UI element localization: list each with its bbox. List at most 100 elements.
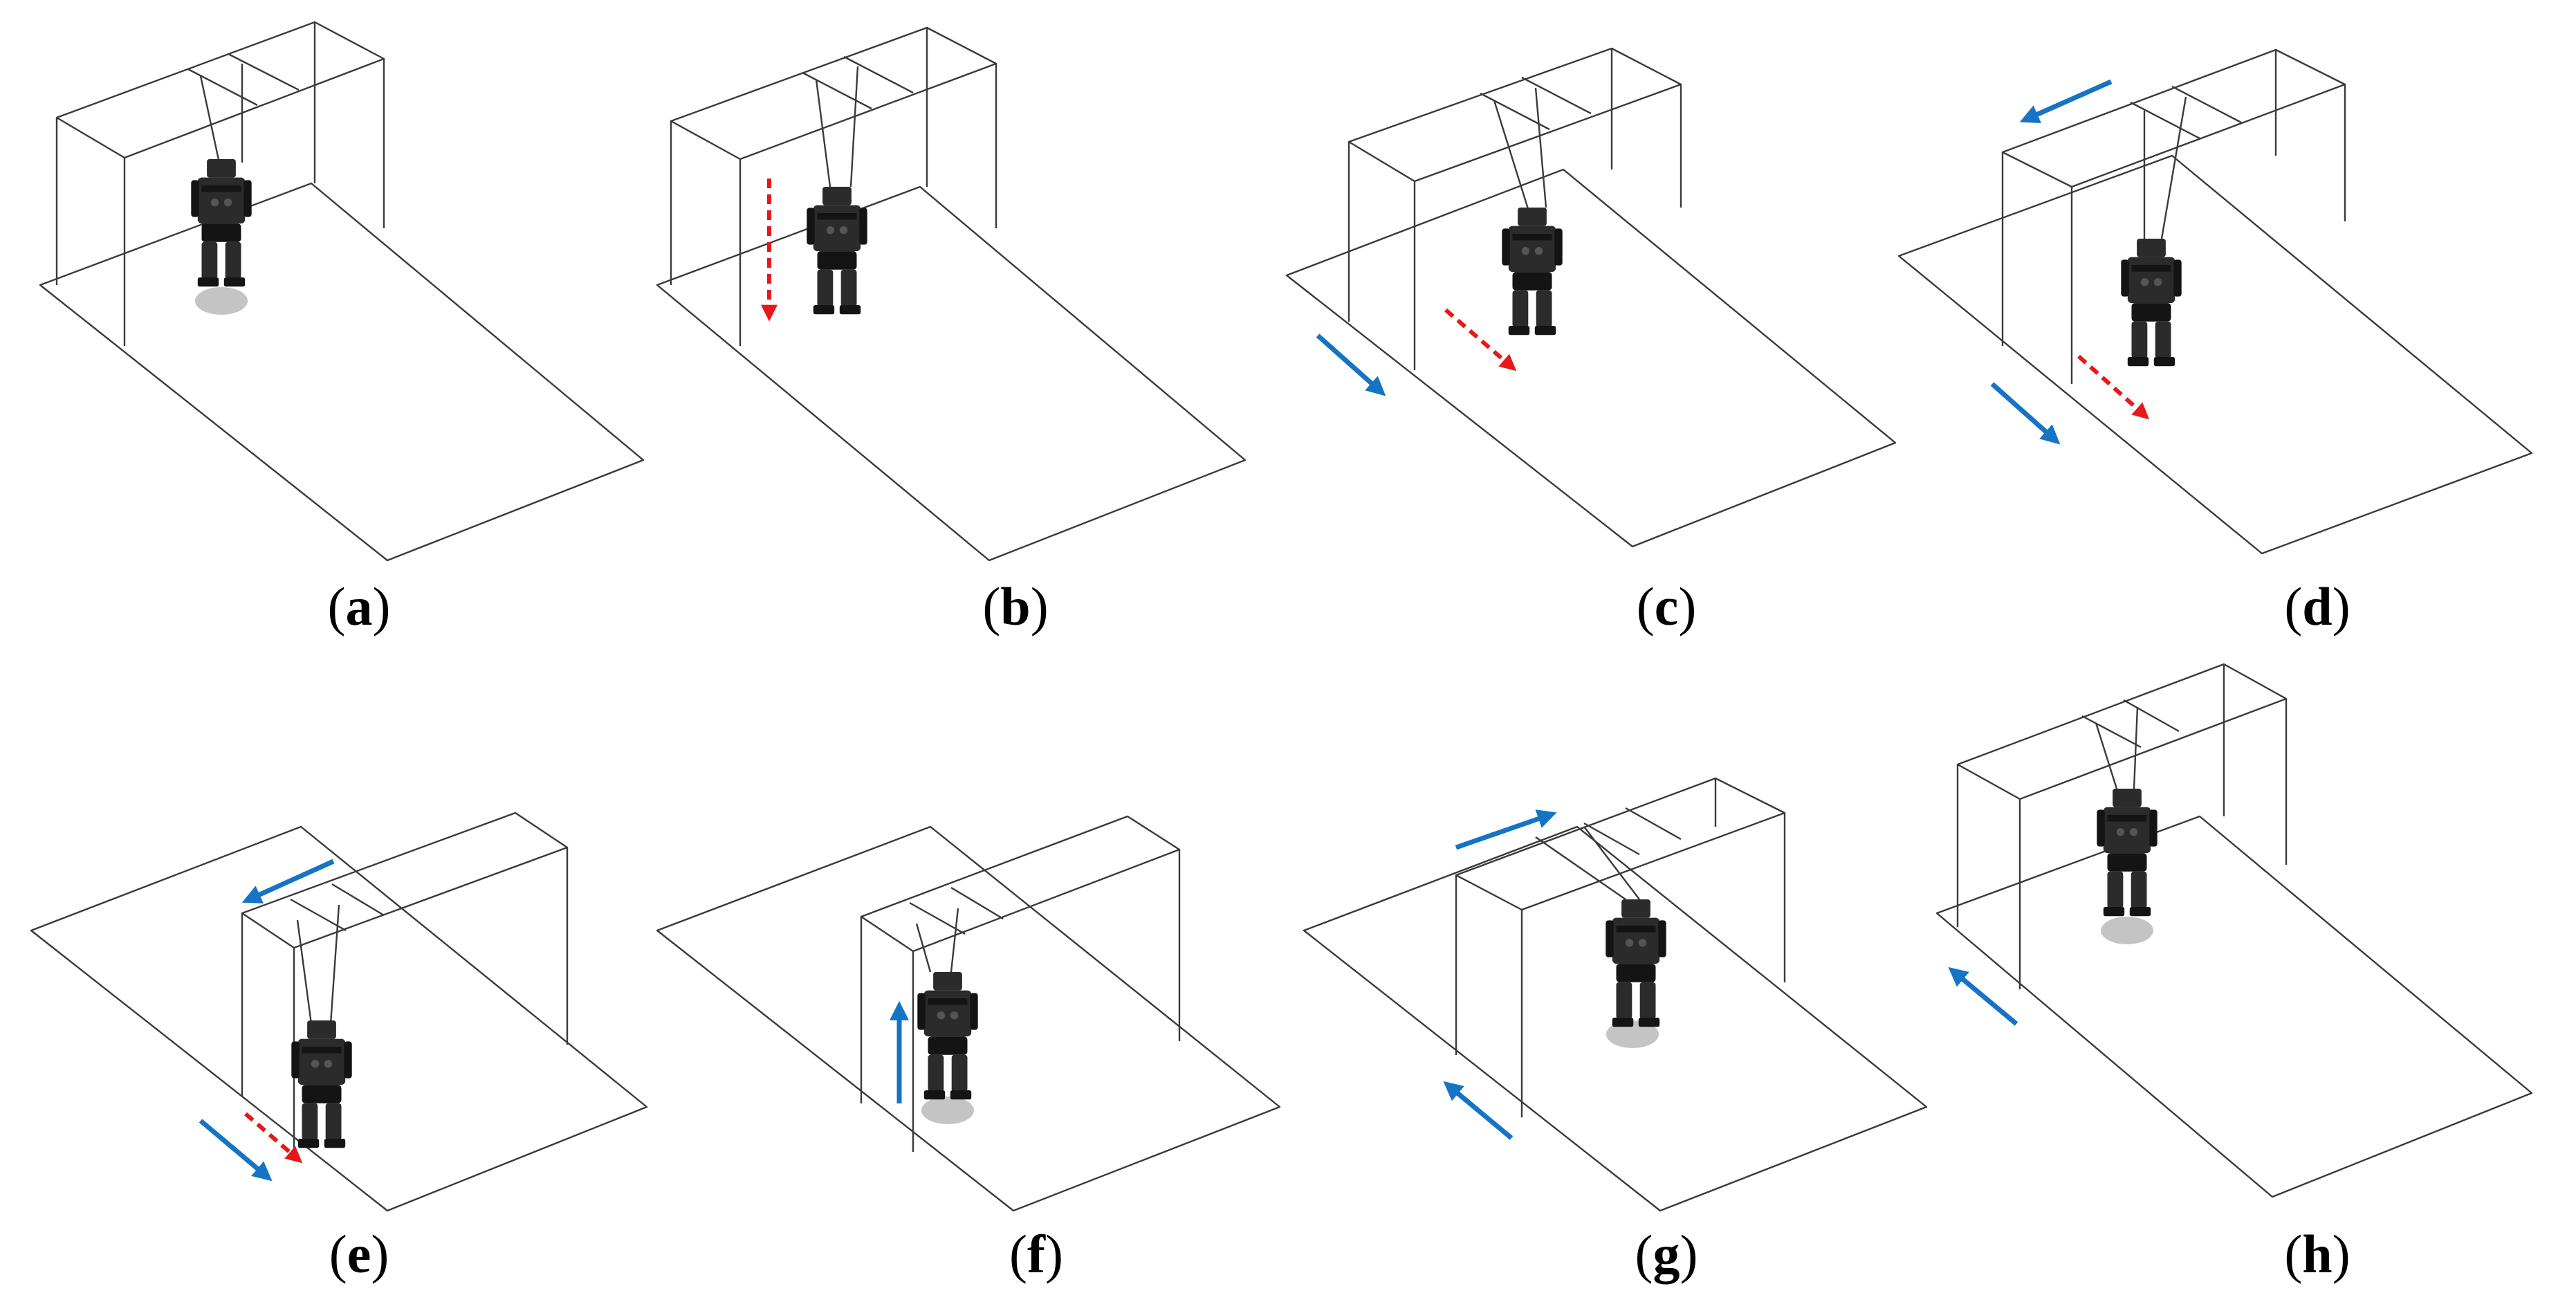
robot-torso: [197, 177, 246, 224]
suspension-cable: [1535, 836, 1626, 900]
robot-left-foot: [813, 305, 835, 315]
robot-hips: [817, 251, 857, 270]
frame-top: [1956, 663, 2288, 800]
frame-top: [55, 21, 385, 159]
panel-c: [1285, 47, 1897, 548]
robot: [917, 972, 978, 1100]
floor-plane: [30, 825, 648, 1212]
caption-h-letter: h: [2302, 1224, 2333, 1284]
floor-plane: [656, 185, 1246, 562]
suspension-cable: [296, 919, 313, 1025]
robot-chest-stripe: [1616, 926, 1656, 933]
frame-divider: [2081, 715, 2142, 749]
robot-joint: [223, 199, 232, 207]
floor-plane: [39, 182, 645, 562]
suspension-cable: [329, 904, 340, 1025]
caption-a-letter: a: [345, 576, 373, 636]
frame-divider: [290, 898, 347, 932]
robot-right-leg: [2131, 871, 2147, 908]
robot-joint: [1521, 247, 1530, 255]
robot-right-arm: [2149, 809, 2158, 847]
robot-head: [822, 187, 852, 205]
robot-left-leg: [2107, 871, 2124, 908]
robot-hips: [2131, 303, 2171, 322]
caption-e: (e): [329, 1224, 389, 1284]
robot-hips: [302, 1085, 342, 1103]
robot-joint: [311, 1060, 320, 1068]
robot-torso: [1612, 917, 1660, 964]
frame-divider: [1521, 76, 1592, 115]
caption-d-letter: d: [2302, 576, 2333, 636]
robot-right-arm: [344, 1041, 352, 1079]
robot-head: [2137, 239, 2166, 257]
robot-right-leg: [1536, 290, 1552, 327]
caption-b-letter: b: [1000, 576, 1031, 636]
frame-divider: [2130, 101, 2200, 140]
robot-right-arm: [859, 208, 867, 245]
robot-joint: [210, 199, 219, 207]
suspension-cable: [815, 79, 831, 187]
robot-shadow: [1606, 1020, 1659, 1048]
frame-top: [860, 815, 1181, 953]
blue-arrow-back: [1443, 1081, 1514, 1140]
frame-divider: [1625, 807, 1682, 841]
caption-a: (a): [327, 576, 391, 636]
blue-arrow-back-top: [241, 859, 335, 904]
robot-left-foot: [297, 1139, 320, 1148]
red-arrow-forward: [1444, 308, 1517, 372]
robot-joint: [324, 1060, 333, 1068]
robot-right-foot: [950, 1090, 972, 1100]
panel-d: [1897, 48, 2533, 555]
robot-right-foot: [1638, 1018, 1660, 1027]
robot-left-arm: [2097, 809, 2105, 847]
robot-joint: [937, 1011, 946, 1020]
robot-left-arm: [191, 180, 199, 217]
suspension-cable: [1534, 87, 1547, 208]
caption-c: (c): [1636, 576, 1697, 636]
robot-hips: [928, 1036, 968, 1055]
robot-left-leg: [817, 269, 834, 306]
robot-right-arm: [2173, 259, 2182, 297]
frame-divider: [950, 886, 1004, 920]
floor-plane: [656, 825, 1281, 1212]
robot: [291, 1020, 352, 1148]
suspension-cable: [950, 908, 959, 973]
suspension-cable: [2095, 722, 2118, 789]
robot-chest-stripe: [817, 213, 857, 220]
floor-plane: [1303, 825, 1928, 1212]
robot-chest-stripe: [201, 185, 241, 192]
robot-left-arm: [291, 1041, 300, 1079]
robot-head: [2113, 789, 2142, 807]
robot-joint: [1534, 247, 1543, 255]
robot-left-foot: [2103, 907, 2125, 917]
caption-b: (b): [982, 576, 1049, 636]
robot-left-leg: [201, 241, 218, 279]
robot-head: [307, 1020, 336, 1039]
frame-divider: [2123, 699, 2180, 733]
robot-joint: [839, 226, 848, 235]
robot-joint: [2129, 828, 2138, 836]
robot-right-arm: [1658, 920, 1666, 957]
robot-left-leg: [1512, 290, 1529, 327]
robot-chest-stripe: [2131, 265, 2171, 272]
suspension-cable: [2160, 96, 2187, 239]
robot-joint: [1638, 939, 1647, 947]
caption-f-letter: f: [1027, 1224, 1045, 1284]
robot-joint: [826, 226, 835, 235]
caption-g-letter: g: [1653, 1224, 1680, 1284]
frame-top: [1347, 47, 1682, 183]
robot-left-arm: [1502, 228, 1510, 266]
robot-joint: [1625, 939, 1634, 947]
robot-right-foot: [223, 277, 246, 287]
robot-right-foot: [1534, 326, 1556, 336]
robot-torso: [1508, 226, 1556, 273]
caption-c-letter: c: [1654, 576, 1679, 636]
robot-right-leg: [840, 269, 857, 306]
frame-divider: [2171, 85, 2242, 124]
robot-torso: [2103, 807, 2151, 854]
robot-torso: [813, 205, 861, 252]
suspension-cable: [1493, 100, 1530, 212]
robot-chest-stripe: [302, 1047, 342, 1054]
caption-e-letter: e: [347, 1224, 371, 1284]
